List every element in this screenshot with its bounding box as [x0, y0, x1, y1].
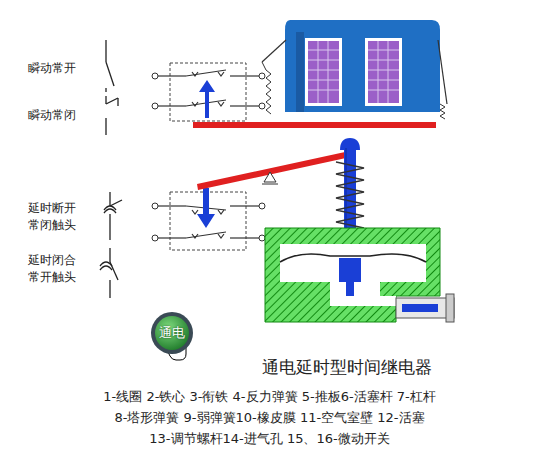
contact-label: 瞬动常开 [28, 60, 76, 76]
electromagnet [193, 20, 447, 128]
contact-label: 瞬动常闭 [28, 107, 76, 123]
air-chamber [265, 148, 454, 322]
parts-list: 8-塔形弹簧 9-弱弹簧10-橡皮膜 11-空气室壁 12-活塞 [0, 409, 539, 427]
button-label: 通电 [159, 324, 185, 342]
contact-label: 延时断开 常闭触头 [28, 200, 80, 235]
contact-symbols [100, 40, 122, 298]
parts-list: 13-调节螺杆14-进气孔 15、16-微动开关 [0, 430, 539, 448]
diagram-title: 通电延时型时间继电器 [262, 356, 432, 379]
parts-list: 1-线圈 2-铁心 3-衔铁 4-反力弹簧 5-推板6-活塞杆 7-杠杆 [0, 388, 539, 406]
power-button: 通电 [150, 311, 194, 355]
micro-switch [152, 63, 265, 250]
contact-label: 延时闭合 常开触头 [28, 252, 80, 287]
